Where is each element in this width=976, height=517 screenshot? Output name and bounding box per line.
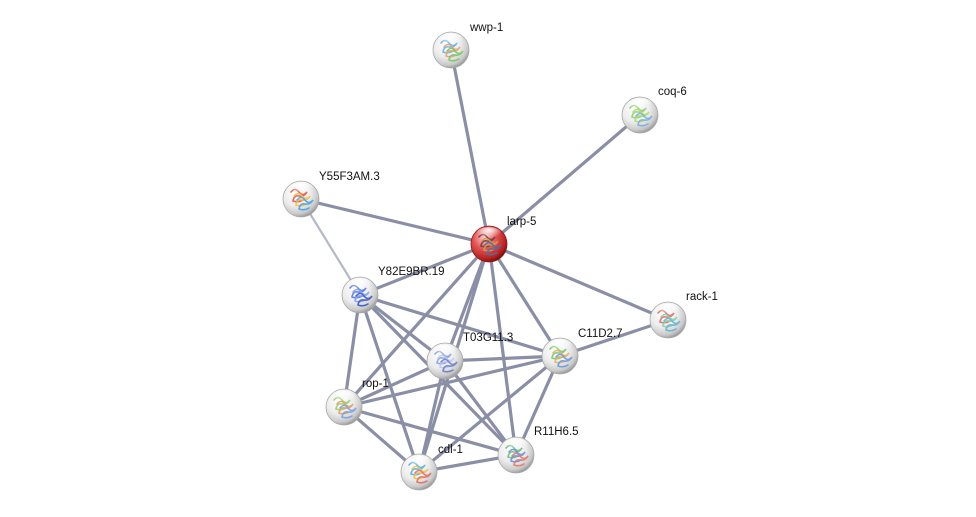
edge-larp-5-Y82E9BR.19[interactable] xyxy=(358,242,491,297)
node-label: wwp-1 xyxy=(469,22,503,34)
edge-C11D2.7-rack-1[interactable] xyxy=(558,318,670,358)
node-label: C11D2.7 xyxy=(578,328,623,340)
node-highlight xyxy=(547,339,573,353)
edge-T03G11.3-cdl-1[interactable] xyxy=(417,359,447,474)
edge-larp-5-C11D2.7[interactable] xyxy=(487,242,562,358)
node-highlight xyxy=(438,33,464,47)
edge-C11D2.7-cdl-1[interactable] xyxy=(417,354,562,474)
node-highlight xyxy=(432,344,458,358)
node-highlight xyxy=(347,278,373,292)
edge-Y82E9BR.19-cdl-1[interactable] xyxy=(358,293,421,474)
edge-rop-1-R11H6.5[interactable] xyxy=(342,405,518,457)
node-rop-1[interactable]: rop-1 xyxy=(325,378,389,426)
node-wwp-1[interactable]: wwp-1 xyxy=(432,22,503,69)
node-highlight xyxy=(476,227,502,241)
edge-larp-5-R11H6.5[interactable] xyxy=(487,242,518,457)
node-highlight xyxy=(627,98,653,112)
node-highlight xyxy=(503,438,529,452)
edge-Y55F3AM.3-Y82E9BR.19[interactable] xyxy=(299,197,362,297)
node-label: T03G11.3 xyxy=(463,332,513,344)
node-label: coq-6 xyxy=(658,86,687,98)
edge-C11D2.7-rop-1[interactable] xyxy=(342,354,562,409)
edge-T03G11.3-rop-1[interactable] xyxy=(342,359,447,409)
node-label: rop-1 xyxy=(362,378,389,390)
node-label: Y82E9BR.19 xyxy=(378,266,445,278)
node-label: Y55F3AM.3 xyxy=(319,171,380,183)
edge-larp-5-rop-1[interactable] xyxy=(342,242,491,409)
node-T03G11.3[interactable]: T03G11.3 xyxy=(426,332,513,380)
edge-larp-5-wwp-1[interactable] xyxy=(449,48,491,246)
edge-larp-5-rack-1[interactable] xyxy=(487,242,670,322)
node-R11H6.5[interactable]: R11H6.5 xyxy=(497,426,579,474)
node-highlight xyxy=(406,455,432,469)
node-label: R11H6.5 xyxy=(534,426,579,438)
edge-T03G11.3-R11H6.5[interactable] xyxy=(443,359,518,457)
node-Y82E9BR.19[interactable]: Y82E9BR.19 xyxy=(341,266,445,314)
node-label: rack-1 xyxy=(686,291,718,303)
node-highlight xyxy=(655,303,681,317)
edge-larp-5-coq-6[interactable] xyxy=(487,113,642,246)
node-coq-6[interactable]: coq-6 xyxy=(621,86,687,134)
node-larp-5[interactable]: larp-5 xyxy=(470,216,536,263)
node-highlight xyxy=(288,182,314,196)
edge-larp-5-Y55F3AM.3[interactable] xyxy=(299,197,491,246)
edge-T03G11.3-C11D2.7[interactable] xyxy=(443,354,562,363)
node-cdl-1[interactable]: cdl-1 xyxy=(400,444,463,491)
edge-Y82E9BR.19-C11D2.7[interactable] xyxy=(358,293,562,358)
node-C11D2.7[interactable]: C11D2.7 xyxy=(541,328,623,375)
node-label: cdl-1 xyxy=(438,444,463,456)
node-label: larp-5 xyxy=(507,216,536,228)
node-rack-1[interactable]: rack-1 xyxy=(649,291,718,339)
node-Y55F3AM.3[interactable]: Y55F3AM.3 xyxy=(282,171,380,218)
node-highlight xyxy=(331,390,357,404)
edge-Y82E9BR.19-rop-1[interactable] xyxy=(342,293,362,409)
